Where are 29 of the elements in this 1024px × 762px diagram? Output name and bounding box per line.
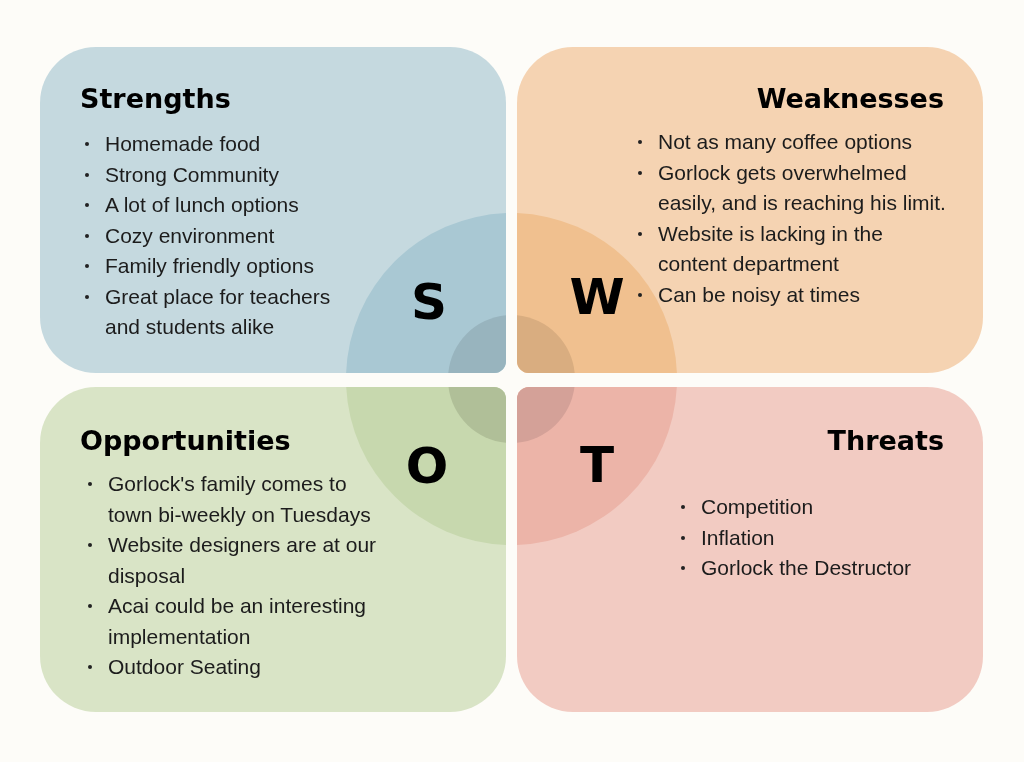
bullet-text: Competition [701,494,814,520]
bullet-text: Outdoor Seating [108,654,261,680]
quadrant-heading: Opportunities [80,427,291,454]
bullet-text: Gorlock the Destructor [701,555,912,581]
quadrant-card [517,387,983,712]
quadrant-card [40,47,506,373]
bullet-text: Can be noisy at times [658,281,860,308]
bullet-text: Acai could be an interesting implementation [108,593,367,650]
quadrant-card [517,47,983,373]
quadrant-letter: S [411,277,447,327]
bullet-text: Gorlock gets overwhelmed easily, and is reaching his limit. [658,159,947,216]
bullet-text: Homemade food [105,131,261,157]
bullet-text: Not as many coffee options [658,129,913,155]
bullet-text: Strong Community [105,161,279,188]
bullet-text: Family friendly options [105,253,314,279]
bullet-text: Gorlock's family comes to town bi-weekly on Tuesdays [108,471,372,528]
bullet-text: Cozy environment [105,222,275,249]
quadrant-letter: O [405,441,449,491]
bullet-text: Website designers are at our disposal [108,532,378,589]
bullet-text: Inflation [701,524,775,551]
quadrant-heading: Weaknesses [756,85,944,112]
quadrant-letter: T [579,440,615,490]
quadrant-card [40,387,506,712]
bullet-text: A lot of lunch options [105,192,299,218]
quadrant-heading: Threats [827,427,944,454]
quadrant-letter: W [569,272,625,322]
bullet-text: Website is lacking in the content department [658,220,884,277]
quadrant-heading: Strengths [80,85,231,112]
bullet-text: Great place for teachers and students alike [105,283,332,340]
